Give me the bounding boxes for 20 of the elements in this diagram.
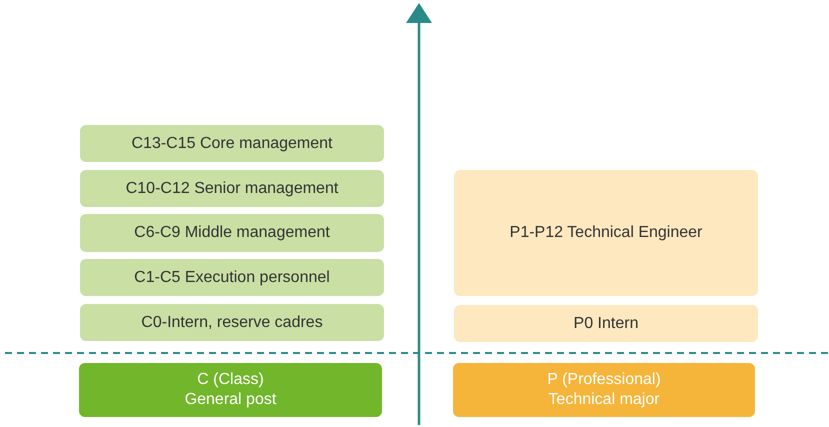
level-label: C10-C12 Senior management — [126, 178, 338, 198]
level-label: C6-C9 Middle management — [134, 223, 330, 243]
level-label: C0-Intern, reserve cadres — [141, 312, 323, 332]
category-title: C (Class) — [197, 370, 264, 390]
level-box — [80, 170, 384, 207]
level-box — [80, 125, 384, 162]
category-title: P (Professional) — [547, 370, 661, 390]
category-box — [453, 363, 755, 417]
category-subtitle: General post — [184, 390, 276, 410]
level-label: P0 Intern — [574, 314, 638, 334]
level-box — [80, 259, 384, 296]
level-label: P1-P12 Technical Engineer — [510, 223, 702, 243]
category-box — [79, 363, 382, 417]
level-box — [80, 304, 384, 341]
level-box — [454, 170, 758, 296]
level-box — [454, 305, 758, 342]
level-label: C13-C15 Core management — [132, 134, 332, 154]
level-label: C1-C5 Execution personnel — [134, 268, 330, 288]
category-subtitle: Technical major — [548, 390, 660, 410]
level-box — [80, 214, 384, 252]
